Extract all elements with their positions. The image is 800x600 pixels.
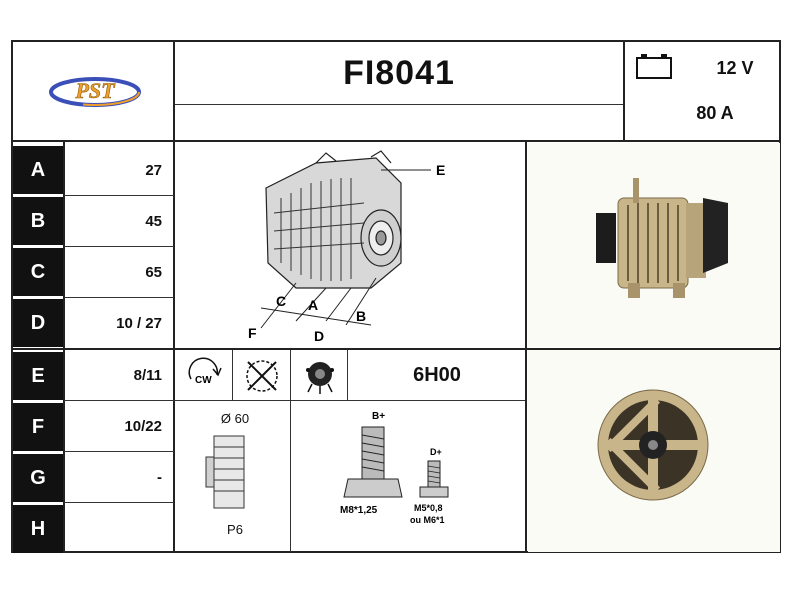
- row-divider: [64, 502, 174, 503]
- row-divider: [64, 400, 526, 401]
- title-underline: [175, 104, 623, 105]
- dim-letter-c: C: [13, 248, 63, 296]
- battery-icon: [635, 52, 673, 80]
- terminals-drawing: B+ M8*1,25 D+ M5*0,8 ou M6*1: [300, 405, 522, 550]
- dim-value-g: -: [157, 468, 162, 486]
- dim-value-c: 65: [145, 263, 162, 281]
- pulley-diameter: Ø 60: [220, 411, 250, 426]
- label-f: F: [248, 325, 257, 341]
- dim-value-f: 10/22: [124, 417, 162, 435]
- row-divider: [64, 195, 174, 196]
- dim-value-a: 27: [145, 161, 162, 179]
- logo-text: PST: [74, 78, 116, 103]
- dim-letter-f: F: [13, 403, 63, 451]
- pulley-drawing: [200, 432, 260, 514]
- dim-letter-b: B: [13, 197, 63, 245]
- b-plus-label: B+: [372, 411, 385, 422]
- dim-letter-d: D: [13, 299, 63, 347]
- header-divider: [11, 140, 781, 142]
- dim-value-b: 45: [145, 212, 162, 230]
- column-divider-1: [173, 40, 175, 553]
- icon-divider: [347, 350, 348, 400]
- icon-divider: [232, 350, 233, 400]
- dim-value-d: 10 / 27: [116, 314, 162, 332]
- page-title: FI8041: [343, 53, 455, 92]
- label-e: E: [436, 162, 445, 178]
- regulator-icon: [298, 356, 342, 396]
- alternator-photo-side: [528, 143, 780, 347]
- pst-logo: PST: [40, 60, 150, 120]
- label-c: C: [276, 293, 286, 309]
- header-divider-right: [623, 40, 625, 141]
- dim-letter-g: G: [13, 454, 63, 502]
- cross-circle-icon: [240, 355, 284, 397]
- icon-divider: [290, 350, 291, 552]
- dim-letter-e: E: [13, 352, 63, 400]
- row-divider: [64, 246, 174, 247]
- b-plus-thread: M8*1,25: [340, 505, 378, 516]
- dim-letter-h: H: [13, 505, 63, 553]
- dim-value-e: 8/11: [133, 366, 162, 384]
- cw-rotation-icon: CW: [183, 357, 227, 395]
- column-divider-2: [525, 141, 527, 553]
- current-value: 80 A: [696, 103, 734, 123]
- label-b: B: [356, 308, 366, 324]
- clock-position-value: 6H00: [413, 364, 461, 386]
- letter-divider: [63, 141, 65, 553]
- alternator-drawing: E C A B F D: [176, 143, 524, 347]
- label-a: A: [308, 297, 318, 313]
- mid-divider: [11, 348, 781, 350]
- dim-letter-a: A: [13, 146, 63, 194]
- row-divider: [64, 297, 174, 298]
- d-plus-alt: ou M6*1: [410, 515, 445, 525]
- pulley-type: P6: [227, 522, 243, 537]
- voltage-value: 12 V: [716, 58, 754, 78]
- label-d: D: [314, 328, 324, 344]
- cw-label: CW: [195, 375, 212, 386]
- row-divider: [64, 451, 174, 452]
- d-plus-label: D+: [430, 447, 442, 457]
- alternator-photo-rear: [528, 350, 780, 552]
- d-plus-thread: M5*0,8: [414, 503, 443, 513]
- dim-value-h: [64, 503, 174, 553]
